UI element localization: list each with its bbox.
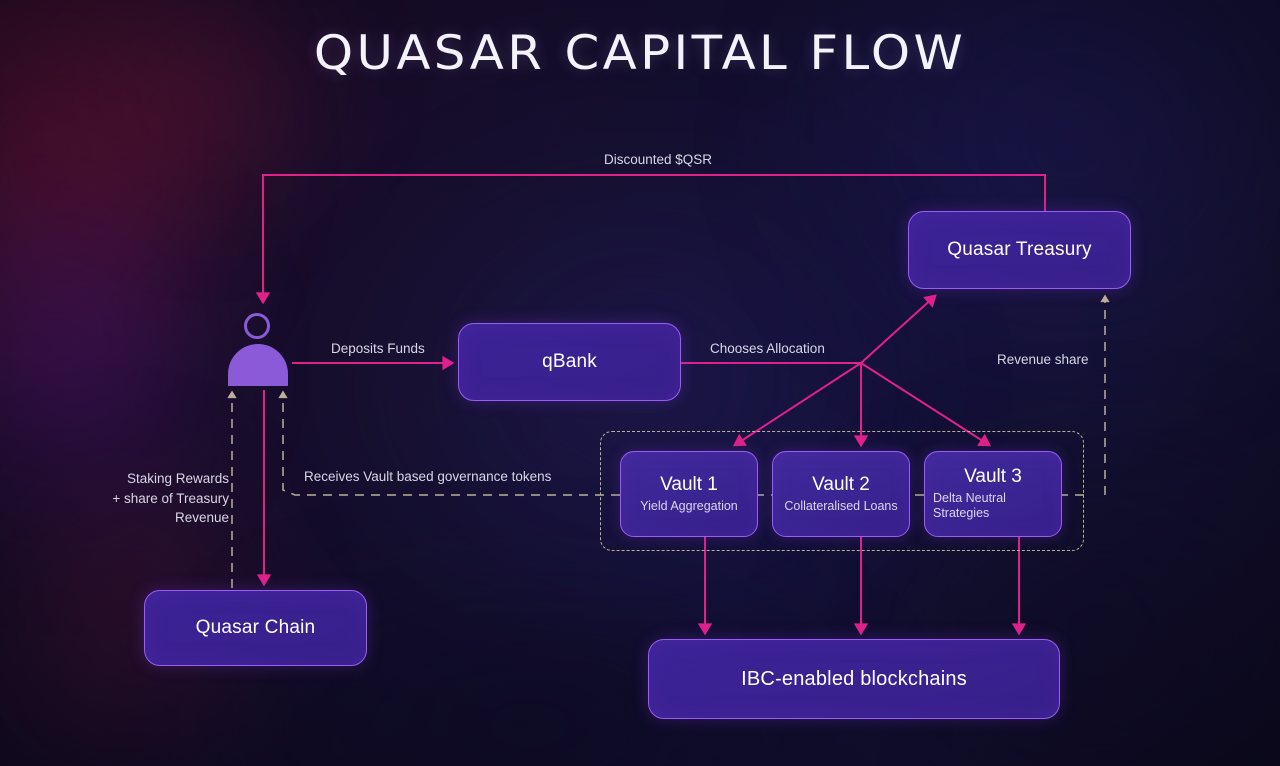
vault-title: Vault 2	[812, 473, 870, 495]
edge-governance-tokens	[278, 390, 1084, 496]
node-quasar-treasury[interactable]: Quasar Treasury	[908, 211, 1131, 289]
node-qbank[interactable]: qBank	[458, 323, 681, 401]
node-label: Quasar Chain	[195, 617, 316, 638]
person-icon	[228, 313, 288, 386]
person-body-icon	[228, 344, 288, 386]
vault-title: Vault 1	[660, 473, 718, 495]
node-vault-1[interactable]: Vault 1 Yield Aggregation	[620, 451, 758, 537]
node-label: Quasar Treasury	[947, 239, 1092, 260]
node-label: qBank	[542, 351, 597, 372]
node-vault-3[interactable]: Vault 3 Delta Neutral Strategies	[924, 451, 1062, 537]
edge-discounted-qsr	[255, 174, 1046, 305]
node-label: IBC-enabled blockchains	[741, 667, 967, 690]
vault-title: Vault 3	[964, 465, 1022, 487]
node-quasar-chain[interactable]: Quasar Chain	[144, 590, 367, 666]
vault-group-container	[600, 431, 1084, 551]
vault-subtitle: Yield Aggregation	[640, 498, 738, 513]
edge-label-staking-rewards: Staking Rewards + share of Treasury Reve…	[112, 471, 229, 526]
edge-label-revenue-share: Revenue share	[997, 352, 1089, 367]
page-title: QUASAR CAPITAL FLOW	[313, 26, 967, 81]
edge-label-chooses-allocation: Chooses Allocation	[710, 341, 825, 356]
edge-label-discounted-qsr: Discounted $QSR	[604, 152, 713, 167]
edge-label-deposits-funds: Deposits Funds	[331, 341, 425, 356]
edge-label-governance-tokens: Receives Vault based governance tokens	[304, 469, 552, 484]
vault-subtitle: Delta Neutral Strategies	[933, 490, 1006, 521]
node-ibc-blockchains[interactable]: IBC-enabled blockchains	[648, 639, 1060, 719]
person-head-icon	[244, 313, 270, 339]
vault-subtitle: Collateralised Loans	[784, 498, 898, 513]
edge-junction-treasury	[860, 294, 937, 364]
node-vault-2[interactable]: Vault 2 Collateralised Loans	[772, 451, 910, 537]
